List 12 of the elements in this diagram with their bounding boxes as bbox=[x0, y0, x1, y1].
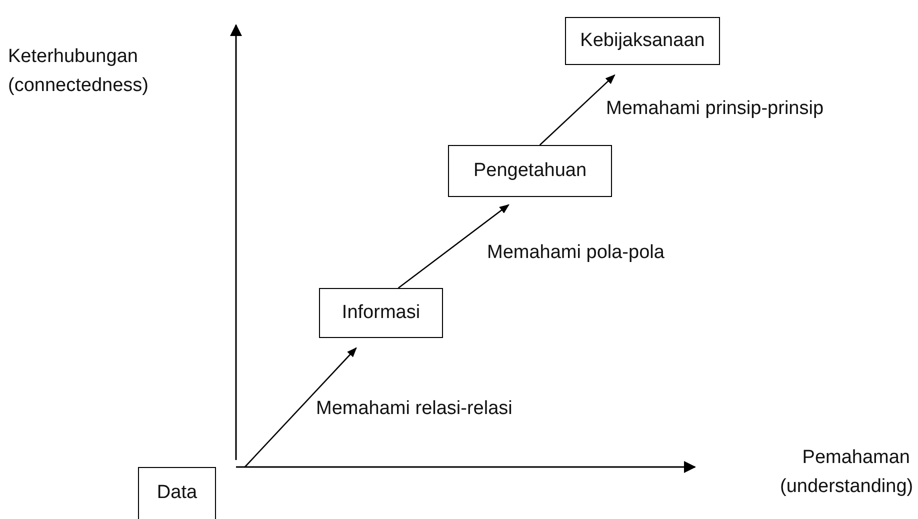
edge-label: Memahami pola-pola bbox=[487, 242, 664, 264]
concept-box: Pengetahuan bbox=[448, 145, 612, 197]
concept-box: Kebijaksanaan bbox=[565, 17, 720, 65]
edge-label: Memahami relasi-relasi bbox=[316, 398, 512, 420]
edge-label: Memahami prinsip-prinsip bbox=[606, 98, 824, 120]
axis-label: Keterhubungan (connectedness) bbox=[8, 45, 150, 98]
concept-box: Data bbox=[138, 467, 216, 519]
concept-box: Informasi bbox=[319, 288, 443, 338]
arrow bbox=[244, 347, 357, 468]
arrow bbox=[398, 204, 510, 289]
arrow bbox=[539, 74, 616, 146]
axis-label: Pemahaman (understanding) bbox=[780, 446, 910, 499]
